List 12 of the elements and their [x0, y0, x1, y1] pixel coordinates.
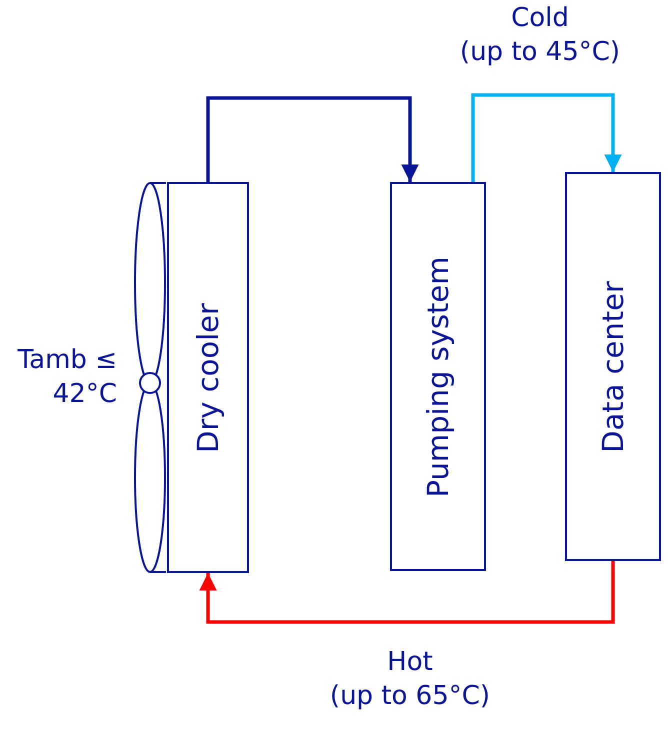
edge-label: Cold (up to 45°C): [458, 2, 622, 69]
box-label: Dry cooler: [191, 302, 225, 452]
pipe-arrow: [199, 561, 615, 624]
equipment-box: [565, 172, 661, 561]
equipment-box: [167, 182, 249, 573]
box-label: Data center: [596, 280, 630, 452]
ambient-temperature-note: Tamb ≤ 42°C: [16, 344, 117, 411]
pipe-arrow: [206, 96, 419, 182]
equipment-box: [390, 182, 486, 571]
edge-label: Hot (up to 65°C): [328, 646, 492, 713]
pipe-arrow: [471, 93, 622, 182]
box-label: Pumping system: [421, 256, 455, 497]
